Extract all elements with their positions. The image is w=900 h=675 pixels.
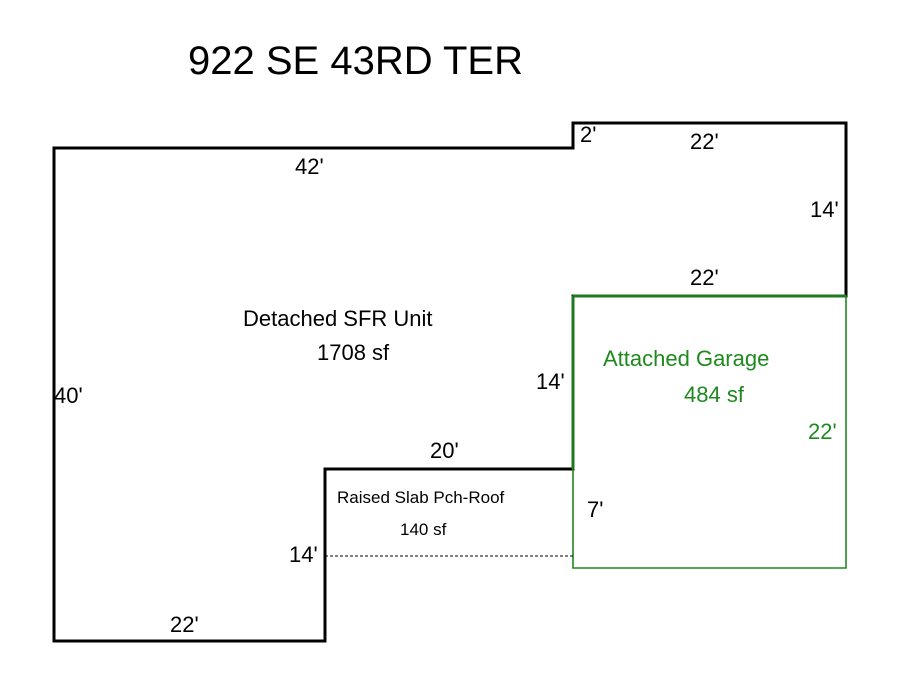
- garage-area-name: Attached Garage: [603, 346, 769, 371]
- dim-porch-left: 14': [289, 542, 318, 567]
- dim-bottom: 22': [170, 612, 199, 637]
- dim-porch-top: 20': [430, 438, 459, 463]
- dim-top-left: 42': [295, 154, 324, 179]
- main-area-size: 1708 sf: [317, 340, 390, 365]
- garage-shared-wall: [571, 294, 846, 469]
- dim-right-upper: 14': [810, 197, 839, 222]
- dim-top-step: 2': [580, 122, 596, 147]
- dim-garage-top: 22': [690, 265, 719, 290]
- dim-left: 40': [54, 383, 83, 408]
- dim-garage-right: 22': [808, 419, 837, 444]
- dim-inner-vertical: 14': [536, 369, 565, 394]
- garage-outline: [572, 295, 847, 569]
- sketch-title: 922 SE 43RD TER: [188, 39, 523, 83]
- dim-porch-right: 7': [587, 497, 603, 522]
- garage-area-size: 484 sf: [684, 382, 745, 407]
- porch-area-name: Raised Slab Pch-Roof: [337, 488, 505, 507]
- dim-top-right: 22': [690, 129, 719, 154]
- porch-area-size: 140 sf: [400, 520, 447, 539]
- main-area-name: Detached SFR Unit: [243, 306, 433, 331]
